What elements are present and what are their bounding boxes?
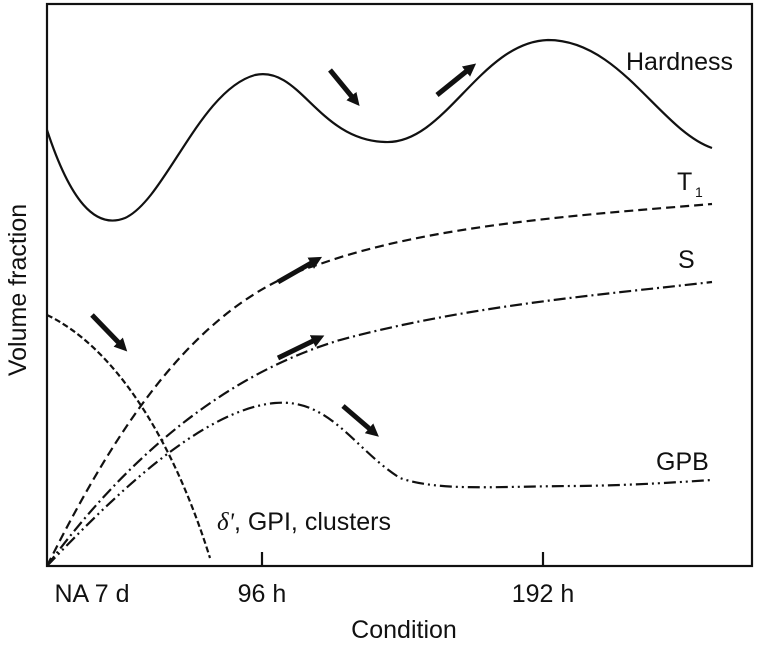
gpb-label: GPB bbox=[656, 448, 709, 476]
trend-arrow-s-up bbox=[276, 335, 325, 361]
x-tick-label-na7d: NA 7 d bbox=[54, 580, 129, 608]
trend-arrow-hardness-up bbox=[435, 63, 477, 97]
t1-subscript: 1 bbox=[695, 184, 703, 200]
x-axis-title: Condition bbox=[351, 616, 457, 644]
x-tick-label-192h: 192 h bbox=[512, 580, 575, 608]
hardness-curve bbox=[45, 38, 713, 222]
delta-label-rest: , GPI, clusters bbox=[234, 508, 391, 536]
s-curve bbox=[46, 280, 713, 567]
x-tick-label-96h: 96 h bbox=[238, 580, 287, 608]
trend-arrow-delta-down bbox=[90, 313, 128, 352]
delta-gpi-clusters-label: δ', GPI, clusters bbox=[217, 508, 391, 536]
trend-arrow-t1-up bbox=[276, 256, 323, 285]
t1-curve bbox=[46, 202, 713, 567]
trend-arrow-hardness-down bbox=[328, 68, 360, 107]
plot-frame bbox=[45, 2, 754, 568]
hardness-label: Hardness bbox=[626, 48, 733, 76]
gpb-curve bbox=[46, 401, 713, 567]
delta-gpi-clusters-curve bbox=[46, 314, 212, 559]
s-label: S bbox=[678, 246, 695, 274]
y-axis-title: Volume fraction bbox=[4, 204, 32, 376]
trend-arrow-gpb-down bbox=[341, 404, 379, 437]
t1-label: T bbox=[677, 168, 692, 196]
delta-symbol: δ' bbox=[217, 509, 235, 536]
